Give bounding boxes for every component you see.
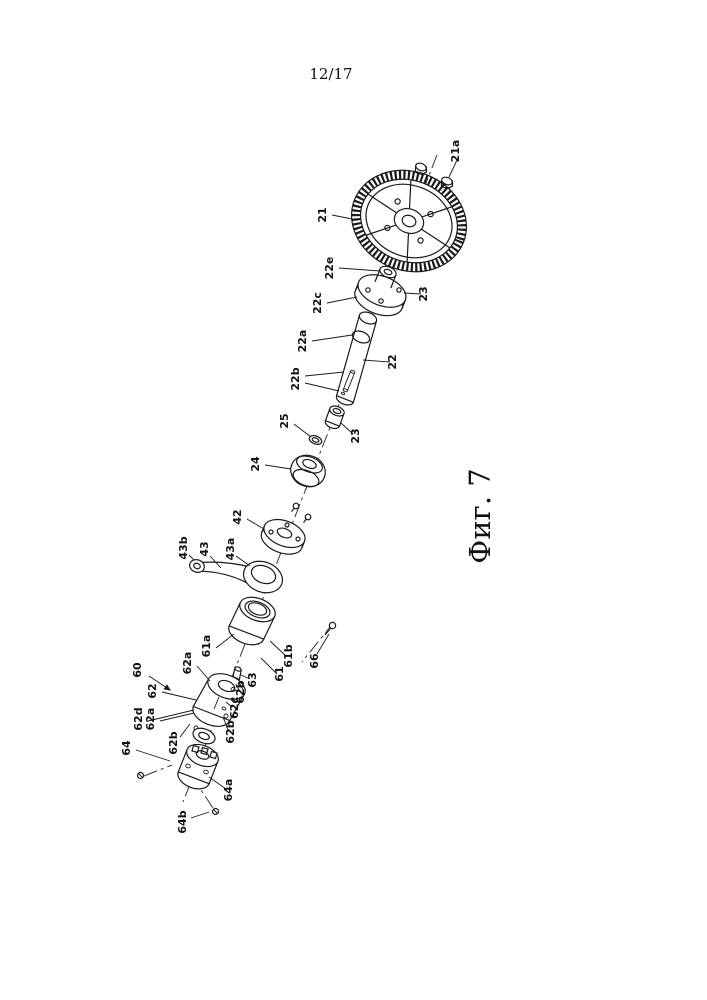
bushing-23	[324, 405, 345, 430]
part-label-43b: 43b	[177, 536, 190, 559]
flange-22c-22e	[354, 265, 407, 317]
part-label-42: 42	[231, 509, 244, 524]
part-label-64b: 64b	[176, 810, 189, 833]
bearing-24	[290, 454, 326, 488]
part-label-21: 21	[316, 207, 329, 222]
shaft-22	[335, 311, 378, 406]
part-label-66: 66	[308, 653, 321, 669]
bolt-64-left	[136, 771, 145, 780]
part-label-62a: 62a	[181, 652, 194, 675]
gear-bolt-holes	[384, 198, 434, 244]
castle-nut-64	[177, 743, 219, 790]
connecting-rod-43	[189, 559, 284, 594]
part-label-62d: 62d	[132, 707, 145, 730]
part-label-22: 22	[386, 354, 399, 369]
part-label-21a: 21a	[449, 140, 462, 163]
part-label-23: 23	[417, 286, 430, 301]
part-label-62b2: 62b	[224, 720, 237, 743]
part-label-62a2: 62a	[144, 708, 157, 731]
part-label-24: 24	[249, 456, 262, 472]
part-label-62c: 62c	[228, 697, 241, 719]
part-label-22a: 22a	[296, 330, 309, 353]
part-label-22b: 22b	[289, 367, 302, 390]
gear-spokes	[366, 180, 452, 262]
plate-42	[260, 518, 306, 555]
labels-layer: 21a 21 22e 22c 23 22a 22 22b 25 23 24 42…	[120, 140, 462, 834]
part-label-61b: 61b	[282, 644, 295, 667]
coupling-62	[192, 673, 246, 731]
part-label-64: 64	[120, 740, 133, 756]
leader-lines	[135, 157, 459, 819]
part-label-43a: 43a	[224, 538, 237, 561]
part-label-61: 61	[273, 666, 286, 681]
part-label-22e: 22e	[323, 257, 336, 280]
part-label-25: 25	[278, 413, 291, 428]
part-label-61a: 61a	[200, 635, 213, 658]
part-label-62b: 62b	[234, 680, 247, 703]
spacer-ring	[192, 727, 216, 745]
part-label-23b: 23	[349, 428, 362, 443]
bolt-64b	[211, 807, 220, 816]
gear-21	[350, 169, 468, 273]
ring-25	[308, 434, 323, 446]
bolt-66	[324, 621, 337, 636]
shaft-keyway	[340, 369, 356, 396]
part-label-22c: 22c	[311, 292, 324, 314]
part-label-43: 43	[198, 541, 211, 556]
part-label-60: 60	[131, 662, 144, 678]
part-label-64a: 64a	[222, 779, 235, 802]
figure-caption: Фиг. 7	[463, 468, 497, 563]
part-label-62b3: 62b	[167, 731, 180, 754]
part-label-63: 63	[246, 672, 259, 687]
part-label-62: 62	[146, 683, 159, 698]
bearing-61	[228, 596, 276, 646]
arrow-60	[148, 675, 171, 691]
page-number: 12/17	[309, 65, 352, 83]
screws-42	[291, 502, 312, 523]
